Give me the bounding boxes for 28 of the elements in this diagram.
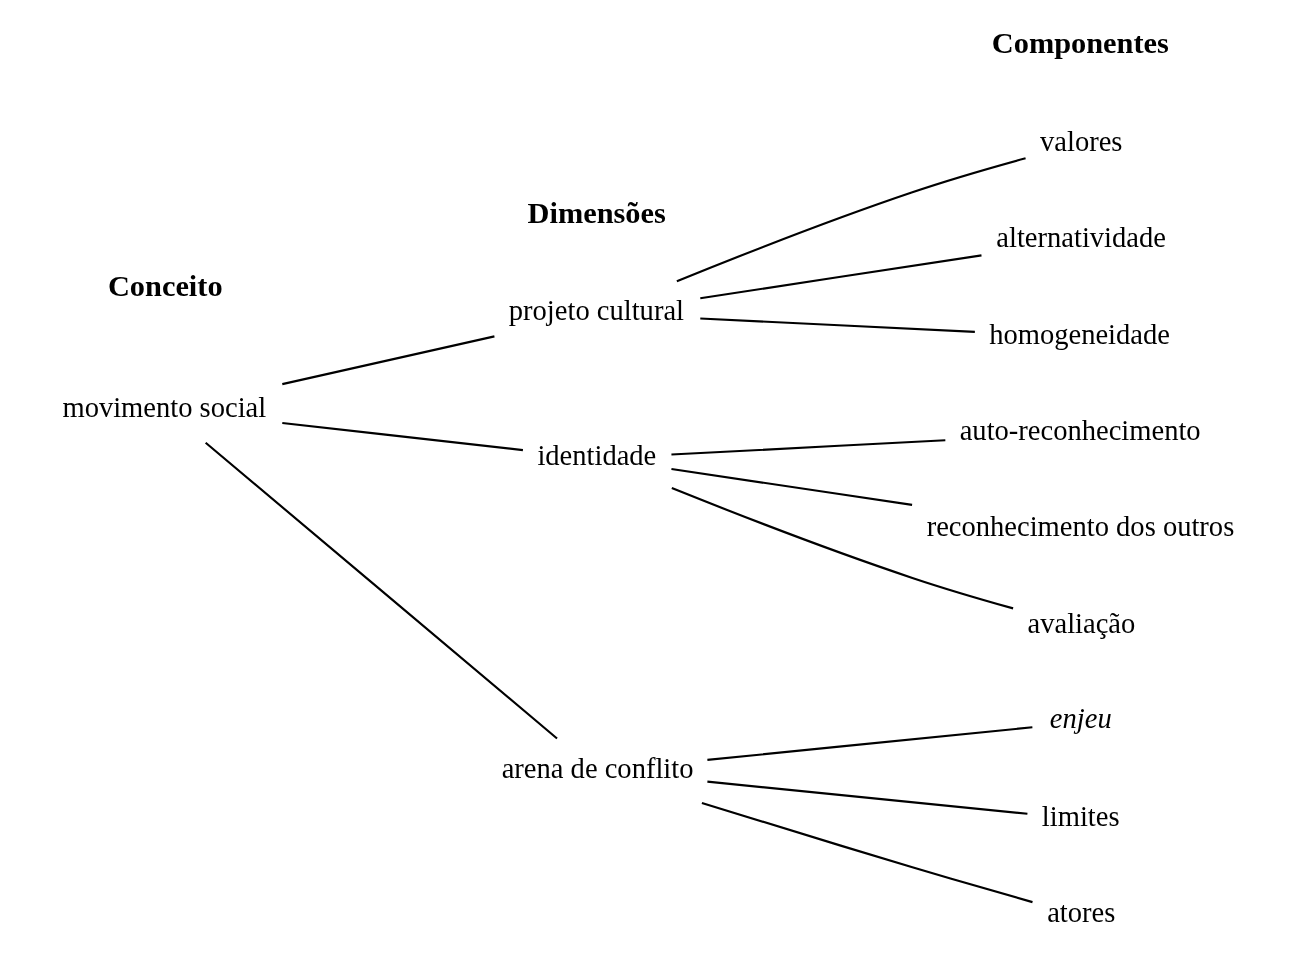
connector	[701, 801, 1033, 904]
node-text: enjeu	[1049, 702, 1112, 734]
connector	[700, 254, 982, 300]
node-text: identidade	[537, 440, 657, 472]
node-text: reconhecimento dos outros	[926, 511, 1235, 543]
connector	[671, 439, 946, 456]
connector	[700, 317, 975, 333]
node-text: avaliação	[1027, 607, 1136, 639]
node-text: valores	[1040, 125, 1123, 157]
node-text: atores	[1047, 897, 1116, 929]
connector	[282, 335, 495, 386]
node-text: arena de conflito	[501, 752, 694, 784]
node-text: movimento social	[62, 391, 267, 423]
node-text: projeto cultural	[508, 295, 685, 327]
connector	[707, 780, 1028, 815]
label: Dimensões	[527, 195, 666, 230]
label: Componentes	[991, 26, 1169, 61]
connector	[676, 157, 1026, 283]
node-text: homogeneidade	[989, 318, 1170, 350]
label: Conceito	[107, 268, 223, 303]
node-text: alternatividade	[996, 222, 1166, 254]
node-text: limites	[1041, 800, 1120, 832]
connector	[205, 441, 558, 740]
connector	[282, 422, 524, 452]
node-text: auto-reconhecimento	[959, 415, 1201, 447]
connector	[671, 468, 913, 506]
connector	[671, 487, 1014, 610]
connector	[707, 726, 1033, 761]
